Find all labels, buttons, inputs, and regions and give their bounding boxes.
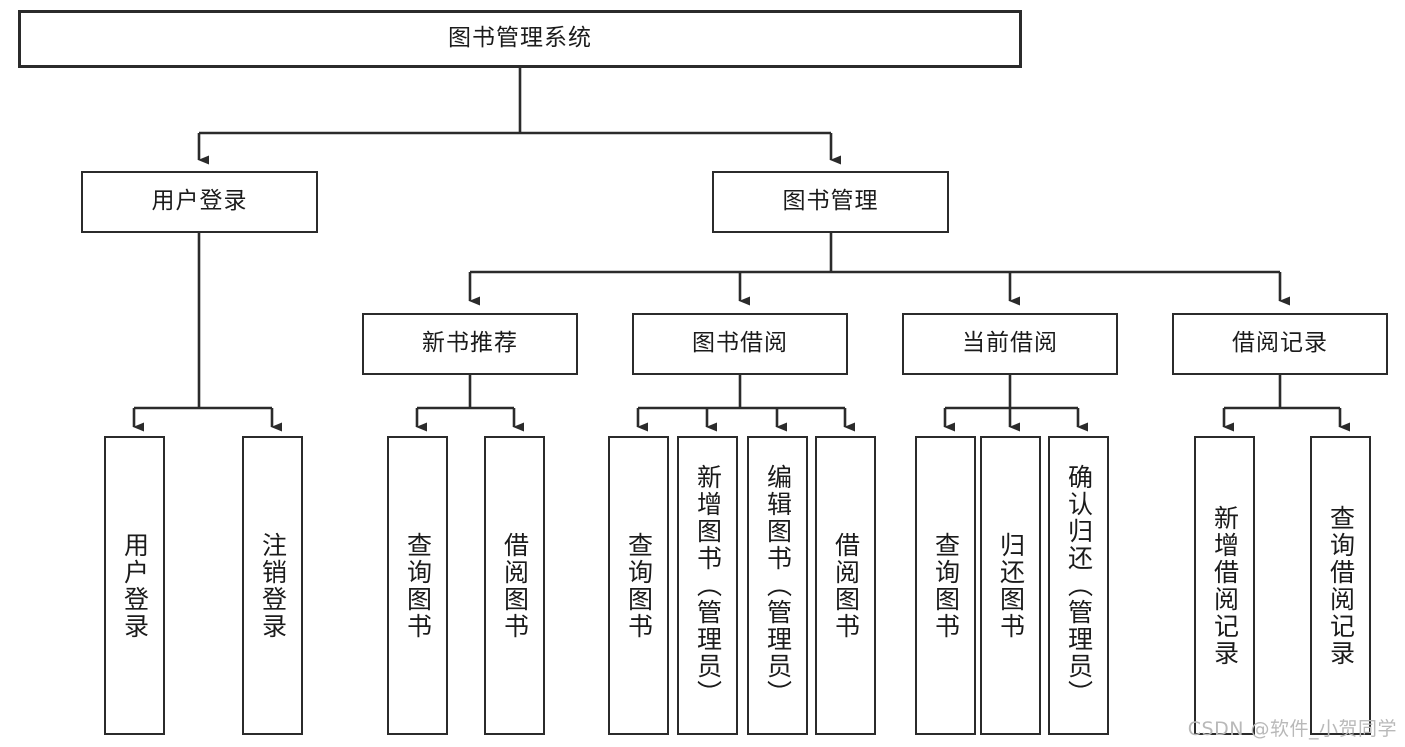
node-leaf-query-book-current[interactable]: 查询图书 <box>915 436 976 735</box>
node-label: 查询借阅记录 <box>1326 504 1356 667</box>
node-leaf-borrow-book[interactable]: 借阅图书 <box>815 436 876 735</box>
node-leaf-user-login[interactable]: 用户登录 <box>104 436 165 735</box>
node-book-borrow[interactable]: 图书借阅 <box>632 313 848 375</box>
node-label: 查询图书 <box>403 531 433 640</box>
node-label: 新增借阅记录 <box>1210 504 1240 667</box>
node-leaf-query-borrow-record[interactable]: 查询借阅记录 <box>1310 436 1371 735</box>
node-current-borrow[interactable]: 当前借阅 <box>902 313 1118 375</box>
node-leaf-return-book[interactable]: 归还图书 <box>980 436 1041 735</box>
node-label: 查询图书 <box>624 531 654 640</box>
watermark: CSDN @软件_小贺同学 <box>1187 718 1397 740</box>
node-label: 借阅记录 <box>1232 330 1328 357</box>
node-leaf-edit-book-admin[interactable]: 编辑图书（管理员） <box>747 436 808 735</box>
node-leaf-add-book-admin[interactable]: 新增图书（管理员） <box>677 436 738 735</box>
node-book-management[interactable]: 图书管理 <box>712 171 949 233</box>
node-root-system[interactable]: 图书管理系统 <box>18 10 1022 68</box>
node-leaf-logout[interactable]: 注销登录 <box>242 436 303 735</box>
node-leaf-query-book-recommend[interactable]: 查询图书 <box>387 436 448 735</box>
node-label: 归还图书 <box>996 531 1026 640</box>
node-leaf-query-book-borrow[interactable]: 查询图书 <box>608 436 669 735</box>
node-label: 新增图书（管理员） <box>693 464 723 707</box>
node-label: 编辑图书（管理员） <box>763 464 793 707</box>
node-label: 确认归还（管理员） <box>1064 464 1094 707</box>
node-label: 用户登录 <box>151 188 248 215</box>
node-leaf-confirm-return-admin[interactable]: 确认归还（管理员） <box>1048 436 1109 735</box>
node-label: 用户登录 <box>120 531 150 640</box>
node-label: 注销登录 <box>258 531 288 640</box>
node-label: 图书借阅 <box>692 330 788 357</box>
node-leaf-borrow-book-recommend[interactable]: 借阅图书 <box>484 436 545 735</box>
node-user-login[interactable]: 用户登录 <box>81 171 318 233</box>
node-label: 当前借阅 <box>962 330 1058 357</box>
node-borrow-records[interactable]: 借阅记录 <box>1172 313 1388 375</box>
node-new-book-recommend[interactable]: 新书推荐 <box>362 313 578 375</box>
node-leaf-add-borrow-record[interactable]: 新增借阅记录 <box>1194 436 1255 735</box>
node-label: 借阅图书 <box>500 531 530 640</box>
node-label: 借阅图书 <box>831 531 861 640</box>
node-label: 图书管理系统 <box>448 25 592 52</box>
node-label: 查询图书 <box>931 531 961 640</box>
node-label: 图书管理 <box>782 188 879 215</box>
node-label: 新书推荐 <box>422 330 518 357</box>
